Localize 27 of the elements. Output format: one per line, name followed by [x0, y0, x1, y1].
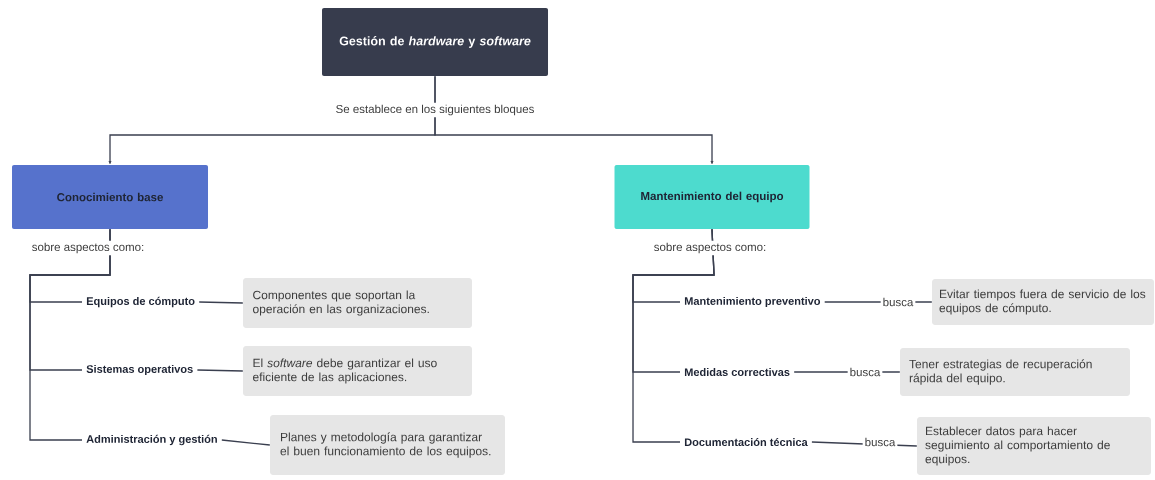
connector: [434, 75, 714, 165]
connector: [196, 369, 244, 372]
edge-label: busca: [880, 295, 916, 309]
edge-label: busca: [862, 435, 898, 449]
description-box: Establecer datos para hacer seguimiento al comportamiento de equipos.: [917, 417, 1151, 475]
edge-label: sobre aspectos como:: [651, 240, 769, 256]
edge-label: sobre aspectos como:: [29, 240, 147, 256]
item-label: Mantenimiento preventivo: [684, 296, 821, 308]
title-box: Gestión de hardware y software: [322, 8, 548, 76]
description-box: Evitar tiempos fuera de servicio de los equipos de cómputo.: [932, 279, 1154, 325]
edge-label: Se establece en los siguientes bloques: [333, 102, 537, 118]
item-label: Sistemas operativos: [86, 364, 193, 376]
item-label: Administración y gestión: [86, 434, 217, 446]
connector: [198, 301, 244, 304]
category-box: Mantenimiento del equipo: [614, 165, 810, 229]
category-box: Conocimiento base: [12, 165, 208, 229]
item-label: Medidas correctivas: [684, 367, 790, 377]
connector: [632, 228, 715, 443]
description-box: Planes y metodología para garantizar el buen funcionamiento de los equipos.: [270, 415, 505, 475]
description-box: El software debe garantizar el uso eficiente de las aplicaciones.: [243, 346, 472, 396]
connector: [29, 228, 111, 441]
connector: [221, 439, 271, 446]
description-box: Componentes que soportan la operación en las organizaciones.: [243, 278, 472, 328]
description-box: Tener estrategias de recuperación rápida del equipo.: [900, 348, 1130, 396]
item-label: Documentación técnica: [684, 437, 808, 447]
item-label: Equipos de cómputo: [86, 296, 195, 308]
edge-label: busca: [847, 365, 883, 379]
